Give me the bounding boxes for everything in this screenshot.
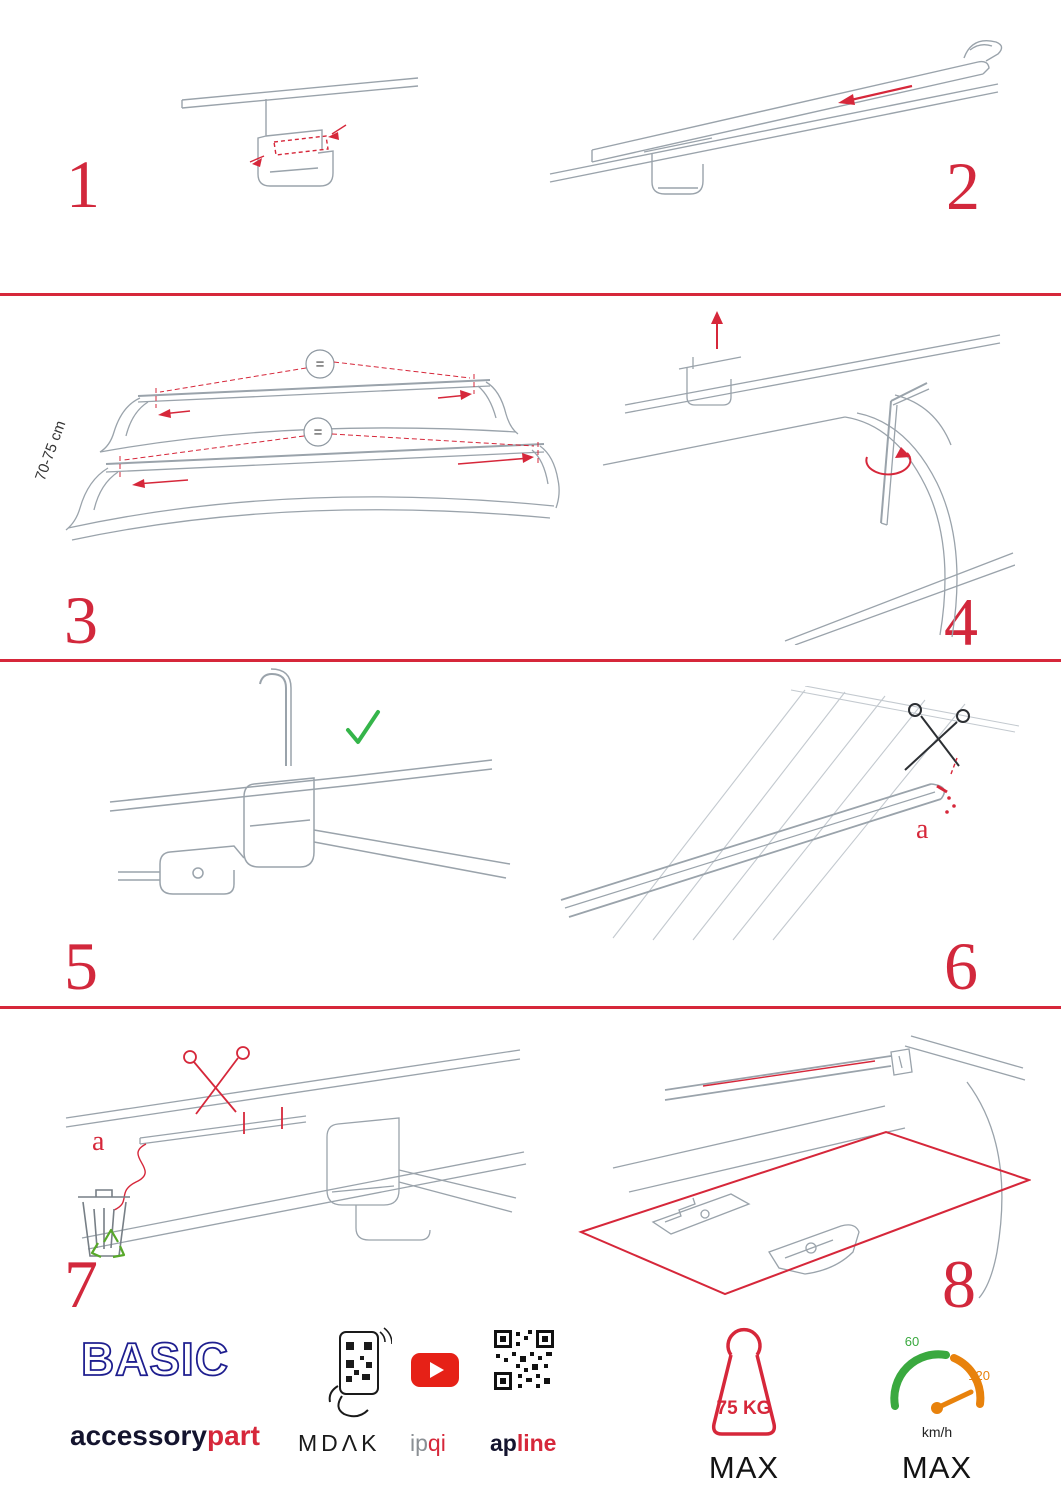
allen-key-icon [890, 382, 928, 402]
step3-measure-lines [119, 361, 539, 478]
speedometer-icon: 60 120 [890, 1334, 990, 1414]
logo-qi-text: qi [427, 1430, 446, 1456]
step4-rotate-arrow [865, 452, 912, 476]
trim-label-step7: a [92, 1126, 105, 1157]
cut-strip-curl [113, 1143, 147, 1211]
equals-symbol-rear: = [316, 356, 325, 373]
step-number-7: 7 [64, 1246, 98, 1322]
section-divider-1 [0, 293, 1061, 296]
brand-accessorypart: accessorypart [70, 1420, 260, 1452]
step3-illustration: = = [65, 349, 560, 541]
brand-part-text: part [207, 1420, 260, 1451]
step5-illustration [109, 668, 511, 895]
step-number-4: 4 [944, 584, 978, 660]
logo-ipqi: ipqi [410, 1430, 446, 1457]
phone-qr-icon [328, 1327, 392, 1418]
weight-value: 75 KG [717, 1398, 772, 1419]
check-icon [346, 710, 380, 744]
logo-line-text: line [516, 1430, 557, 1456]
step-number-6: 6 [944, 928, 978, 1004]
step-number-1: 1 [66, 146, 100, 222]
youtube-icon [411, 1353, 459, 1387]
trim-label-step6: a [916, 814, 929, 845]
step7-illustration [65, 1046, 527, 1259]
hook-rod [259, 672, 287, 766]
speed-unit-label: km/h [921, 1424, 953, 1440]
step2-illustration [549, 40, 1003, 195]
equals-badge-front [303, 417, 333, 447]
red-scissors-icon [183, 1046, 250, 1115]
trash-bin-icon [78, 1189, 130, 1257]
step4-illustration [602, 311, 1015, 645]
logo-ap-text: ap [490, 1430, 517, 1456]
section-divider-2 [0, 659, 1061, 662]
equals-badge-rear [305, 349, 335, 379]
section-divider-3 [0, 1006, 1061, 1009]
logo-apline: apline [490, 1430, 556, 1457]
speedometer-needle [934, 1389, 974, 1411]
speed-max-label: MAX [901, 1450, 973, 1485]
scissors-icon [904, 703, 970, 771]
brand-basic-text: BASIC [81, 1333, 229, 1385]
logo-mdak: MDΛK [298, 1430, 381, 1456]
weight-max-label: MAX [708, 1450, 780, 1485]
weight-icon: 75 KG [711, 1327, 777, 1436]
step-number-3: 3 [64, 582, 98, 658]
speed-60-label: 60 [905, 1334, 919, 1349]
step8-highlight-frame [578, 1130, 1031, 1296]
equals-symbol-front: = [314, 424, 323, 441]
step-number-8: 8 [942, 1246, 976, 1322]
step6-illustration [560, 686, 1020, 941]
brand-basic-logo: BASIC [80, 1332, 229, 1386]
brand-accessory-text: accessory [70, 1420, 208, 1451]
step1-pad-highlight [249, 124, 347, 163]
speed-120-label: 120 [968, 1368, 990, 1383]
step1-illustration [181, 77, 419, 187]
qr-code [494, 1330, 554, 1390]
recycle-icon [90, 1228, 126, 1259]
step-number-2: 2 [946, 148, 980, 224]
step8-illustration [578, 1035, 1031, 1299]
step-number-5: 5 [64, 928, 98, 1004]
logo-ip-text: ip [410, 1430, 428, 1456]
